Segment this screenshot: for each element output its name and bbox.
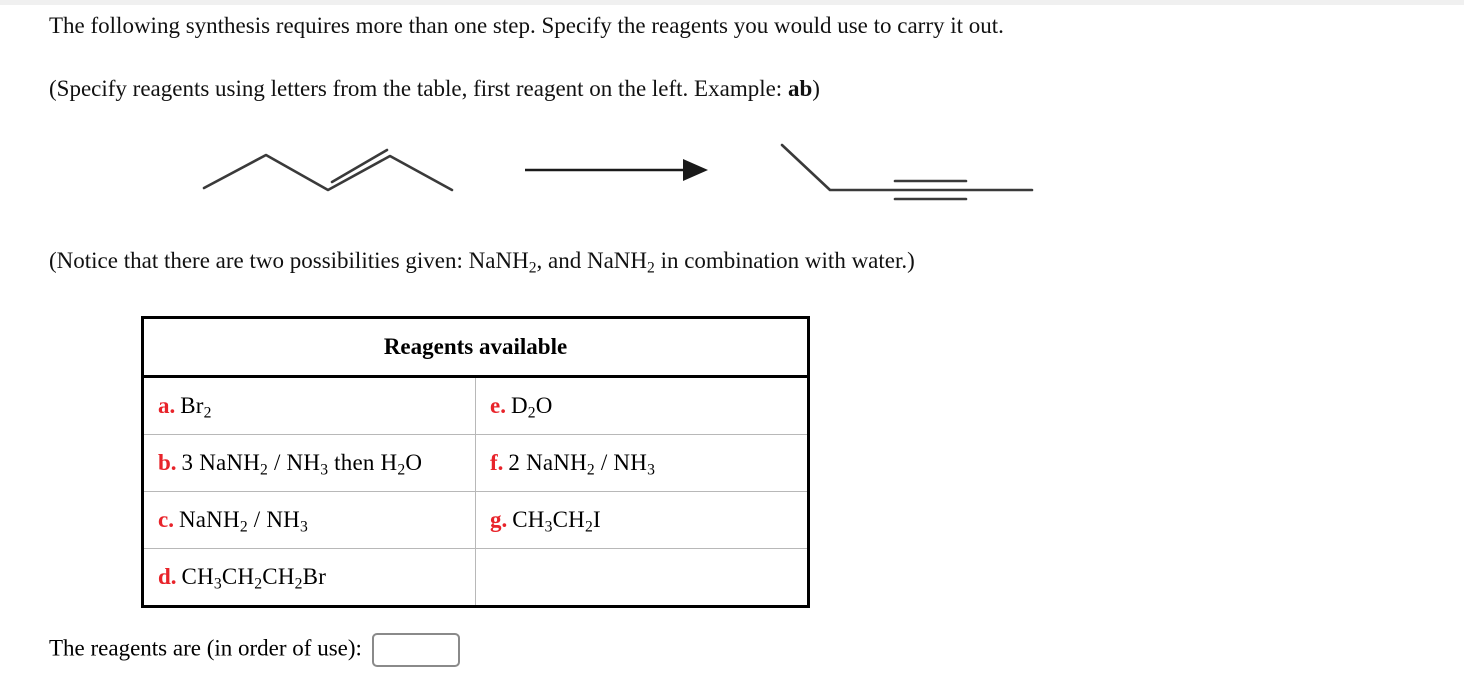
notice-prefix: (Notice that there are two possibilities… [49,248,529,273]
table-header-row: Reagents available [142,317,809,378]
notice-subscript-1: 2 [528,259,537,277]
reagent-cell-e: e.D2O [475,376,809,435]
instruction-suffix: ) [812,76,820,101]
reagent-cell-empty [475,548,809,607]
reagent-cell-a: a.Br2 [142,376,476,435]
reagents-table-body: a.Br2 e.D2O b.3 NaNH2 / NH3 then H2O f.2… [142,376,809,607]
reagent-cell-d: d.CH3CH2CH2Br [142,548,476,607]
reagent-formula-f: 2 NaNH2 / NH3 [508,450,656,479]
reagent-tag-a: a. [158,393,176,418]
answer-row: The reagents are (in order of use): [49,633,460,667]
top-edge-strip [0,0,1464,5]
notice-line: (Notice that there are two possibilities… [49,247,915,277]
question-statement: The following synthesis requires more th… [49,13,1004,38]
reagent-tag-c: c. [158,507,174,532]
hex-3-yne-skeletal-structure [780,143,1034,201]
reagent-formula-e: D2O [510,393,553,422]
reagent-tag-b: b. [158,450,177,475]
reagent-cell-g: g.CH3CH2I [475,491,809,549]
reagent-cell-f: f.2 NaNH2 / NH3 [475,434,809,492]
instruction-line: (Specify reagents using letters from the… [49,75,820,103]
reagent-tag-g: g. [490,507,508,532]
reagent-formula-c: NaNH2 / NH3 [178,507,308,536]
reagent-formula-g: CH3CH2I [512,507,601,536]
reagents-table: Reagents available a.Br2 e.D2O b.3 NaNH2… [141,316,810,608]
reagent-tag-e: e. [490,393,506,418]
reagent-cell-b: b.3 NaNH2 / NH3 then H2O [142,434,476,492]
table-row: a.Br2 e.D2O [142,376,809,435]
reagent-formula-b: 3 NaNH2 / NH3 then H2O [181,450,423,479]
hex-3-ene-skeletal-structure [202,148,454,192]
reagent-tag-d: d. [158,564,177,589]
table-row: d.CH3CH2CH2Br [142,548,809,607]
reagent-formula-a: Br2 [180,393,212,422]
reagent-tag-f: f. [490,450,504,475]
table-row: c.NaNH2 / NH3 g.CH3CH2I [142,491,809,549]
notice-middle: , and NaNH [536,248,648,273]
notice-suffix: in combination with water.) [654,248,915,273]
instruction-example: ab [787,76,813,101]
reaction-scheme [180,128,1060,220]
instruction-prefix: (Specify reagents using letters from the… [49,76,788,101]
reaction-arrow [525,159,708,181]
answer-input[interactable] [371,633,460,667]
table-header-title: Reagents available [142,317,809,378]
reagent-cell-c: c.NaNH2 / NH3 [142,491,476,549]
answer-label: The reagents are (in order of use): [49,635,362,661]
notice-subscript-2: 2 [647,259,655,277]
reagent-formula-d: CH3CH2CH2Br [181,564,327,593]
table-row: b.3 NaNH2 / NH3 then H2O f.2 NaNH2 / NH3 [142,434,809,492]
